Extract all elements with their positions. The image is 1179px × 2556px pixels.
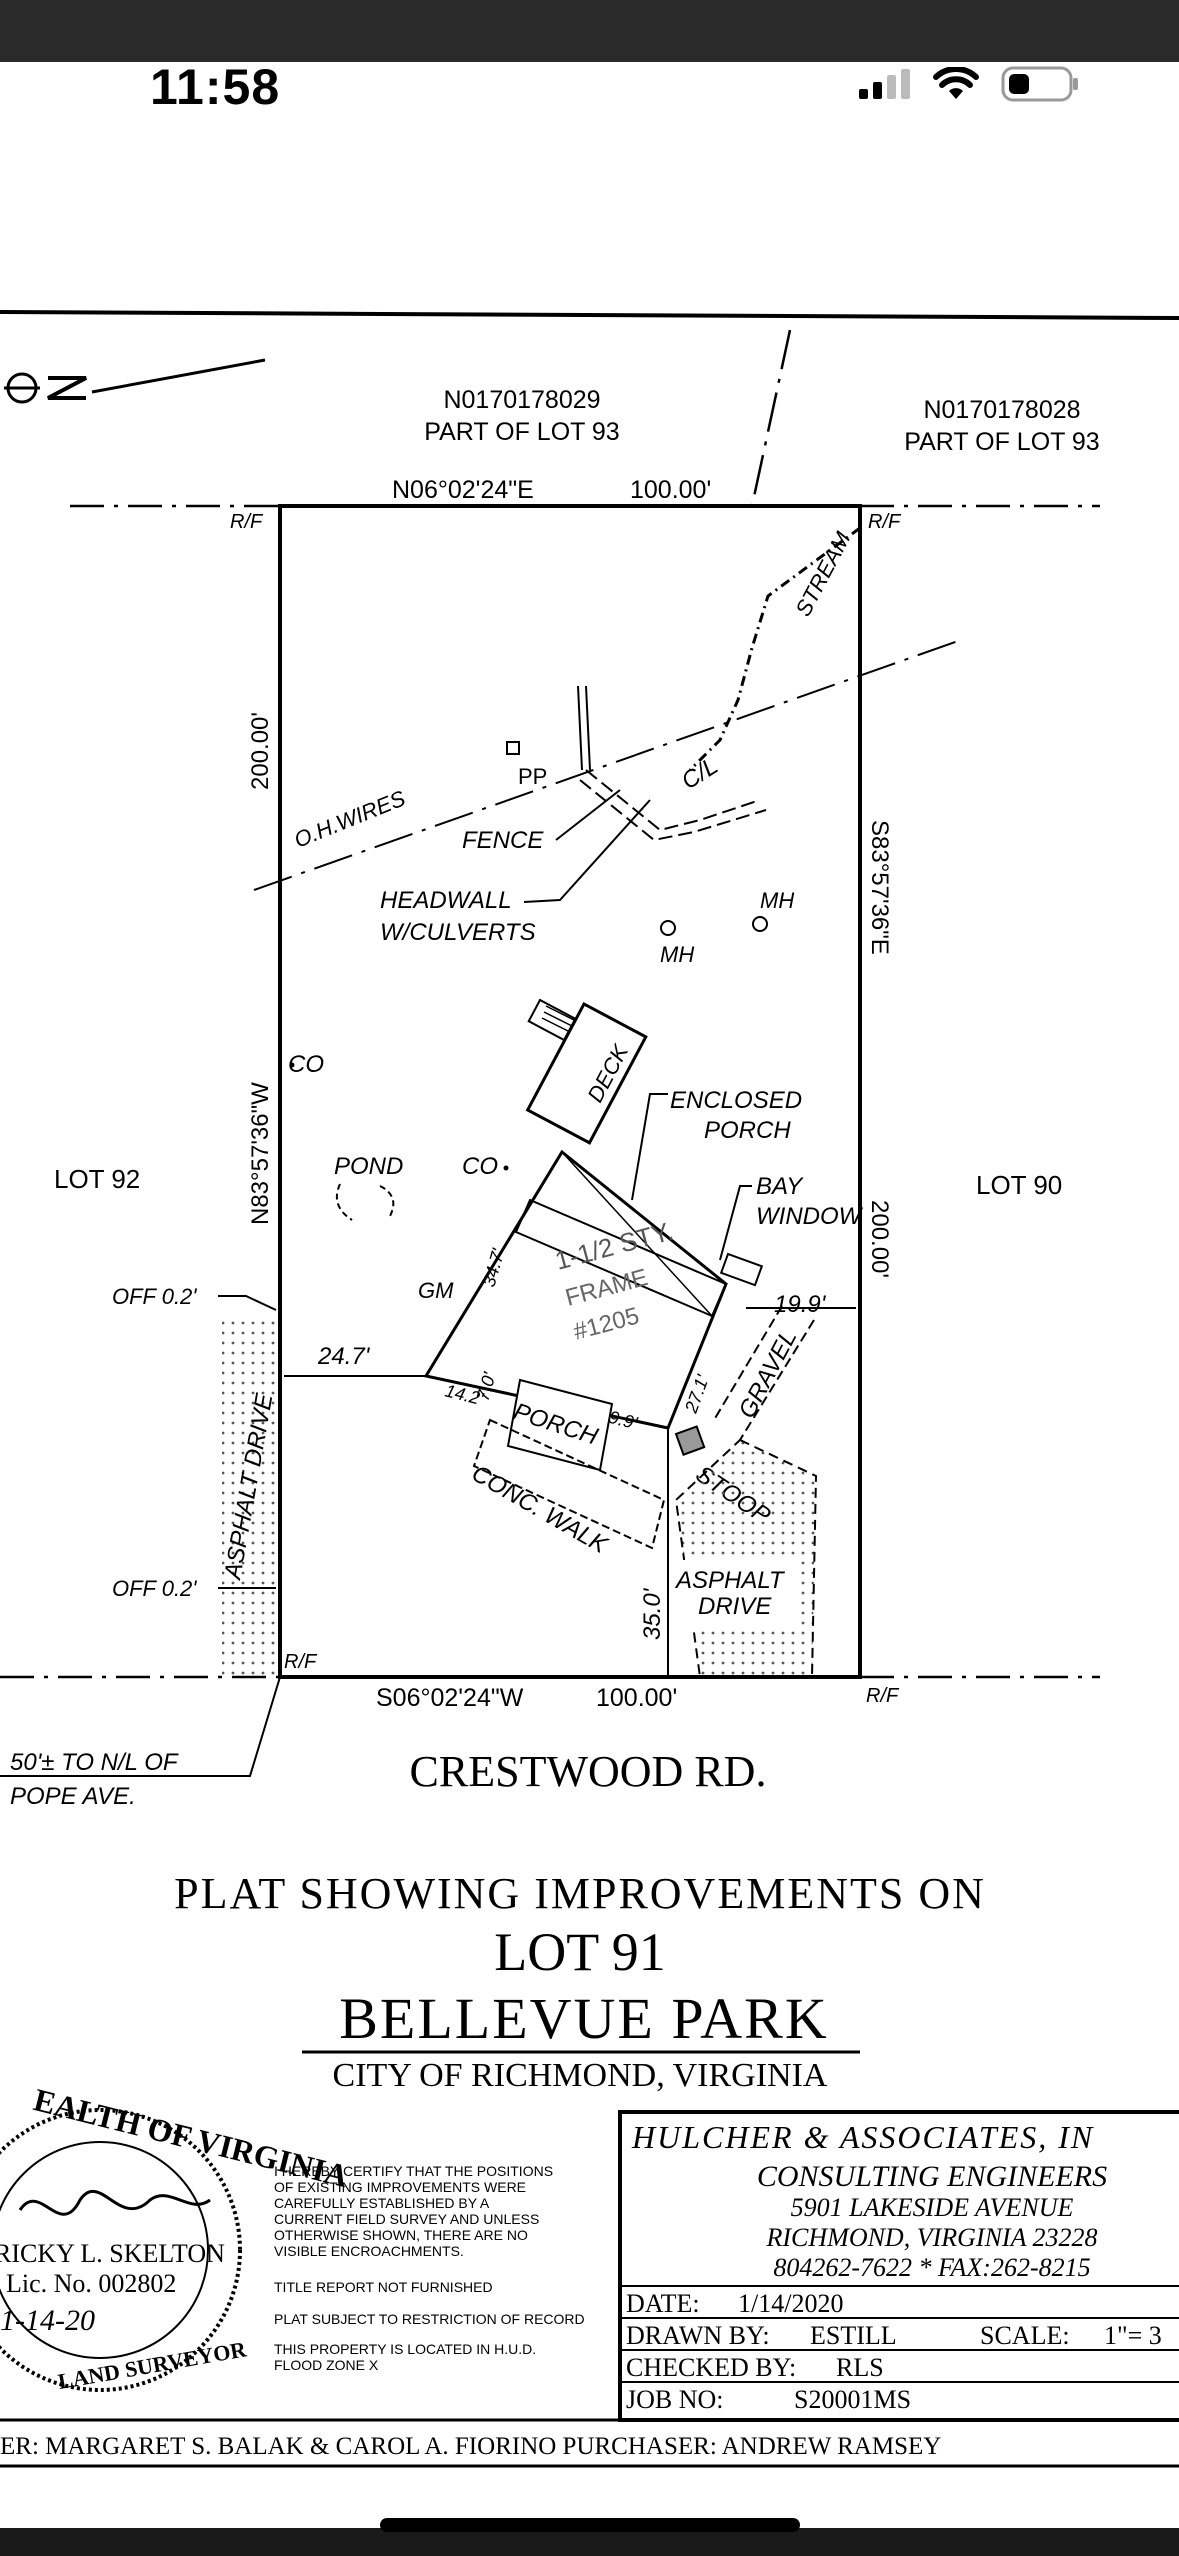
pond-label: POND bbox=[334, 1153, 403, 1180]
svg-text:TITLE REPORT NOT FURNISHED: TITLE REPORT NOT FURNISHED bbox=[274, 2279, 493, 2295]
lot-boundary bbox=[278, 504, 862, 1679]
bearing-top: N06°02'24"E bbox=[392, 476, 534, 504]
svg-text:SCALE:: SCALE: bbox=[980, 2321, 1070, 2350]
mh-label-1: MH bbox=[660, 942, 694, 967]
date-value: 1/14/2020 bbox=[738, 2289, 843, 2318]
svg-text:OF EXISTING IMPROVEMENTS WERE: OF EXISTING IMPROVEMENTS WERE bbox=[274, 2179, 526, 2195]
top-black-bar bbox=[0, 0, 1179, 62]
north-note-line2: POPE AVE. bbox=[10, 1783, 136, 1810]
title-block: HULCHER & ASSOCIATES, IN CONSULTING ENGI… bbox=[618, 2110, 1179, 2422]
dim-35-0: 35.0' bbox=[639, 1587, 666, 1640]
battery-icon bbox=[1001, 66, 1078, 102]
svg-text:GM: GM bbox=[418, 1278, 454, 1303]
certification-text: I HEREBY CERTIFY THAT THE POSITIONS OF E… bbox=[274, 2163, 585, 2373]
svg-text:RICKY L. SKELTON: RICKY L. SKELTON bbox=[0, 2239, 225, 2268]
job-value: S20001MS bbox=[794, 2385, 911, 2414]
fence-label: FENCE bbox=[462, 827, 544, 854]
svg-text:CHECKED BY:: CHECKED BY: bbox=[626, 2353, 796, 2382]
firm-address: 5901 LAKESIDE AVENUE bbox=[791, 2193, 1074, 2222]
rf-top-left: R/F bbox=[230, 511, 264, 533]
home-indicator[interactable] bbox=[380, 2518, 800, 2532]
window-label: WINDOW bbox=[756, 1203, 864, 1230]
title-line4: CITY OF RICHMOND, VIRGINIA bbox=[333, 2057, 828, 2094]
enclosed-porch-label-1: ENCLOSED bbox=[670, 1087, 802, 1114]
road-name: CRESTWOOD RD. bbox=[410, 1747, 767, 1796]
svg-text:VISIBLE ENCROACHMENTS.: VISIBLE ENCROACHMENTS. bbox=[274, 2243, 464, 2259]
conc-walk-label: CONC. WALK bbox=[467, 1460, 613, 1560]
firm-city: RICHMOND, VIRGINIA 23228 bbox=[766, 2223, 1098, 2252]
cellular-signal-icon bbox=[859, 69, 910, 99]
title-line1: PLAT SHOWING IMPROVEMENTS ON bbox=[174, 1869, 986, 1918]
svg-text:Lic. No. 002802: Lic. No. 002802 bbox=[6, 2269, 176, 2298]
culverts-label: W/CULVERTS bbox=[380, 919, 536, 946]
bearing-bottom: S06°02'24"W bbox=[376, 1684, 524, 1712]
checked-value: RLS bbox=[836, 2353, 884, 2382]
adjacent-right-id: N0170178028 bbox=[923, 396, 1080, 424]
enclosed-porch-label-2: PORCH bbox=[704, 1117, 791, 1144]
house-footprint: 1-1/2 STY. FRAME #1205 GM 34.7' 14.2' 27… bbox=[418, 1149, 728, 1433]
svg-text:JOB NO:: JOB NO: bbox=[626, 2385, 724, 2414]
status-icons bbox=[859, 66, 1079, 102]
power-pole-icon bbox=[506, 741, 520, 755]
pp-label: PP bbox=[518, 764, 547, 789]
status-bar bbox=[0, 62, 1179, 172]
lot-92-label: LOT 92 bbox=[54, 1164, 140, 1194]
firm-phone: 804262-7622 * FAX:262-8215 bbox=[773, 2253, 1090, 2282]
svg-text:DATE:: DATE: bbox=[626, 2289, 700, 2318]
distance-bottom: 100.00' bbox=[596, 1684, 677, 1712]
headwall-label: HEADWALL bbox=[380, 887, 512, 914]
svg-text:PLAT SUBJECT TO RESTRICTION OF: PLAT SUBJECT TO RESTRICTION OF RECORD bbox=[274, 2311, 585, 2327]
centerline-label: C/L bbox=[677, 752, 723, 795]
manhole-icon bbox=[752, 916, 768, 932]
north-note-line1: 50'± TO N/L OF bbox=[10, 1749, 179, 1776]
lot-90-label: LOT 90 bbox=[976, 1170, 1062, 1200]
asphalt-label: ASPHALT bbox=[674, 1567, 786, 1594]
north-arrow-icon bbox=[4, 358, 266, 404]
drive-label: DRIVE bbox=[698, 1593, 772, 1620]
co-label-2: CO bbox=[462, 1153, 498, 1180]
svg-text:CURRENT FIELD SURVEY AND UNLES: CURRENT FIELD SURVEY AND UNLESS bbox=[274, 2211, 539, 2227]
bay-label: BAY bbox=[756, 1173, 804, 1200]
wifi-icon bbox=[933, 67, 979, 99]
title-line2: LOT 91 bbox=[494, 1922, 666, 1982]
rf-bottom-right: R/F bbox=[866, 1685, 900, 1707]
firm-type: CONSULTING ENGINEERS bbox=[757, 2160, 1107, 2193]
bearing-left: N83°57'36"W bbox=[247, 1082, 274, 1225]
rf-bottom-left: R/F bbox=[284, 1651, 318, 1673]
firm-name: HULCHER & ASSOCIATES, IN bbox=[631, 2119, 1094, 2155]
distance-left: 200.00' bbox=[247, 712, 274, 790]
distance-top: 100.00' bbox=[630, 476, 711, 504]
rf-top-right: R/F bbox=[868, 511, 902, 533]
adjacent-left-lot: PART OF LOT 93 bbox=[424, 418, 619, 446]
deck: DECK bbox=[525, 998, 648, 1145]
drawn-value: ESTILL bbox=[810, 2321, 897, 2350]
svg-text:FLOOD ZONE X: FLOOD ZONE X bbox=[274, 2357, 379, 2373]
adjacent-right-lot: PART OF LOT 93 bbox=[904, 428, 1099, 456]
owners-line: ER: MARGARET S. BALAK & CAROL A. FIORINO… bbox=[0, 2433, 941, 2460]
scale-value: 1"= 3 bbox=[1104, 2321, 1162, 2350]
adjacent-left-id: N0170178029 bbox=[443, 386, 600, 414]
status-time: 11:58 bbox=[150, 59, 281, 115]
offset-label-2: OFF 0.2' bbox=[112, 1576, 197, 1601]
svg-text:I HEREBY CERTIFY THAT THE POSI: I HEREBY CERTIFY THAT THE POSITIONS bbox=[274, 2163, 553, 2179]
bottom-black-bar bbox=[0, 2528, 1179, 2556]
mh-label-2: MH bbox=[760, 888, 794, 913]
title-line3: BELLEVUE PARK bbox=[339, 1986, 829, 2051]
manhole-icon bbox=[660, 920, 676, 936]
offset-label-1: OFF 0.2' bbox=[112, 1284, 197, 1309]
dim-24-7: 24.7' bbox=[317, 1343, 371, 1370]
svg-text:DRAWN BY:: DRAWN BY: bbox=[626, 2321, 770, 2350]
dim-19-9: 19.9' bbox=[774, 1291, 827, 1318]
oh-wires-label: O.H.WIRES bbox=[291, 785, 409, 852]
svg-text:THIS PROPERTY IS LOCATED IN H.: THIS PROPERTY IS LOCATED IN H.U.D. bbox=[274, 2341, 536, 2357]
svg-text:1-14-20: 1-14-20 bbox=[0, 2304, 95, 2337]
bearing-right: S83°57'36"E bbox=[866, 820, 893, 955]
svg-text:OTHERWISE SHOWN, THERE ARE NO: OTHERWISE SHOWN, THERE ARE NO bbox=[274, 2227, 528, 2243]
gravel-label: GRAVEL bbox=[733, 1325, 802, 1422]
distance-right: 200.00' bbox=[866, 1200, 893, 1278]
svg-text:CAREFULLY ESTABLISHED BY A: CAREFULLY ESTABLISHED BY A bbox=[274, 2195, 490, 2211]
